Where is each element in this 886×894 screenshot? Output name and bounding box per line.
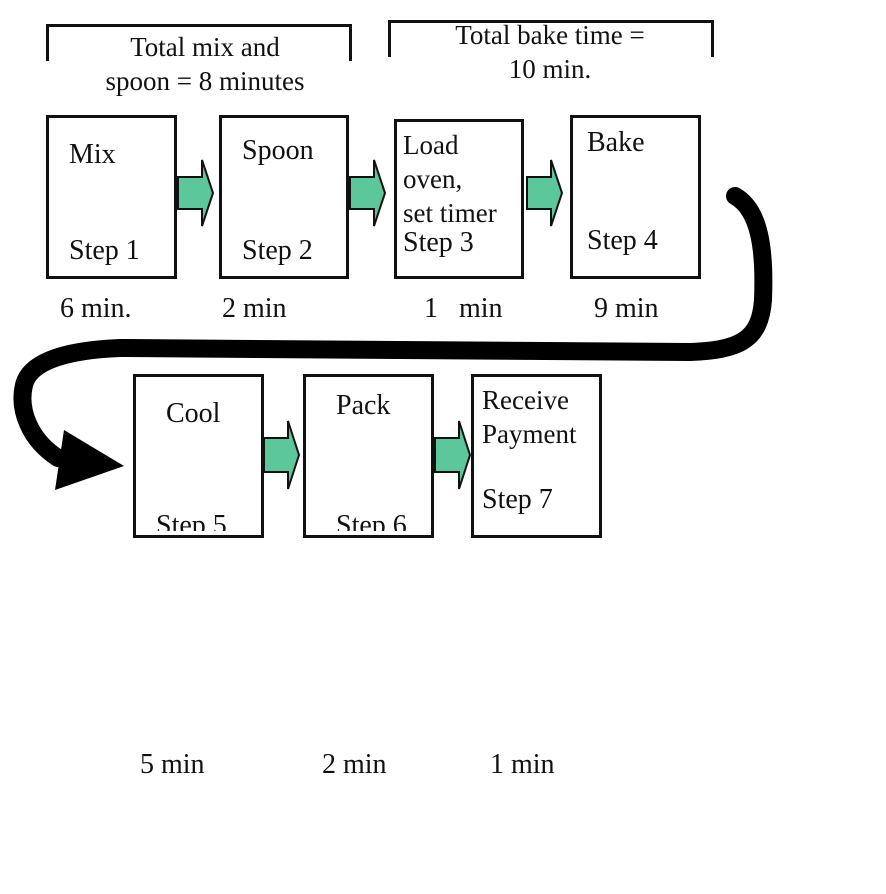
- step-name: Bake: [587, 127, 645, 158]
- step-number: Step 1: [69, 235, 140, 266]
- step-name: Mix: [69, 139, 116, 170]
- step-time: 9 min: [594, 293, 659, 324]
- step-name: Pack: [336, 390, 391, 421]
- curved-arrow-icon: [13, 187, 773, 490]
- block-arrow-right-icon: [349, 159, 387, 227]
- step-time: 2 min: [222, 293, 287, 324]
- step-box-receive-payment: Receive Payment Step 7: [471, 374, 602, 538]
- step-box-load-oven: Load oven, set timer Step 3: [394, 119, 524, 279]
- step-box-spoon: Spoon Step 2: [219, 115, 349, 279]
- step-time: 2 min: [322, 749, 387, 780]
- step-time: 6 min.: [60, 293, 132, 324]
- block-arrow-right-icon: [263, 420, 301, 490]
- step-number: Step 4: [587, 225, 658, 256]
- step-name: Load oven, set timer: [403, 130, 497, 228]
- step-number: Step 6: [336, 510, 407, 531]
- step-time: 5 min: [140, 749, 205, 780]
- step-number: Step 5: [156, 510, 227, 531]
- step-box-cool: Cool Step 5: [133, 374, 264, 538]
- step-time: 1 min: [424, 293, 503, 324]
- step-number: Step 3: [403, 227, 474, 258]
- step-name: Cool: [166, 398, 221, 429]
- bake-time-bracket: [388, 20, 714, 57]
- step-number: Step 2: [242, 235, 313, 266]
- step-box-mix: Mix Step 1: [46, 115, 177, 279]
- step-box-bake: Bake Step 4: [570, 115, 701, 279]
- block-arrow-right-icon: [526, 159, 564, 227]
- step-number: Step 7: [482, 484, 553, 515]
- block-arrow-right-icon: [177, 159, 215, 227]
- step-time: 1 min: [490, 749, 555, 780]
- bake-time-label: Total bake time = 10 min.: [455, 20, 645, 84]
- step-name: Spoon: [242, 135, 314, 166]
- mix-time-bracket: [46, 24, 352, 61]
- block-arrow-right-icon: [434, 420, 472, 490]
- step-box-pack: Pack Step 6: [303, 374, 434, 538]
- step-name: Receive Payment: [482, 385, 577, 449]
- mix-time-label: Total mix and spoon = 8 minutes: [105, 32, 305, 96]
